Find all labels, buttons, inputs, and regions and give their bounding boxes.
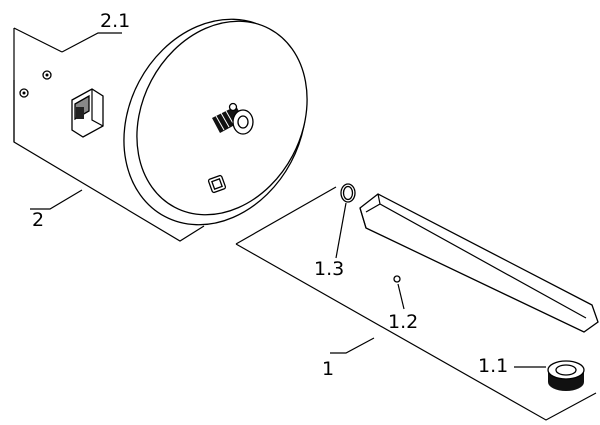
leader-2-1 [61,32,122,53]
threaded-connector [212,102,254,135]
leader-1-3 [335,202,347,259]
callout-1-1: 1.1 [478,355,508,377]
assembly-1-spout [235,183,599,421]
bracket-top-edge [13,27,63,53]
mounting-block [71,88,104,138]
callout-1-3: 1.3 [314,258,344,280]
nozzle-aerator [547,360,585,391]
assembly-2-wall-plate [13,18,308,242]
bracket-screw-left [19,88,29,98]
round-shower-plate [123,18,308,226]
leader-1 [330,337,375,354]
callout-1-2: 1.2 [388,311,418,333]
callout-2-1: 2.1 [100,10,130,32]
leader-2 [30,189,83,210]
callout-2: 2 [32,209,44,231]
bracket-screw-right [42,70,52,80]
spout-body [359,193,599,333]
small-screw [393,275,401,283]
leader-1-2 [397,283,405,310]
callout-1: 1 [322,358,334,380]
spout-base-outline [235,186,337,245]
plate-square-opening [207,174,227,194]
o-ring [340,183,356,203]
